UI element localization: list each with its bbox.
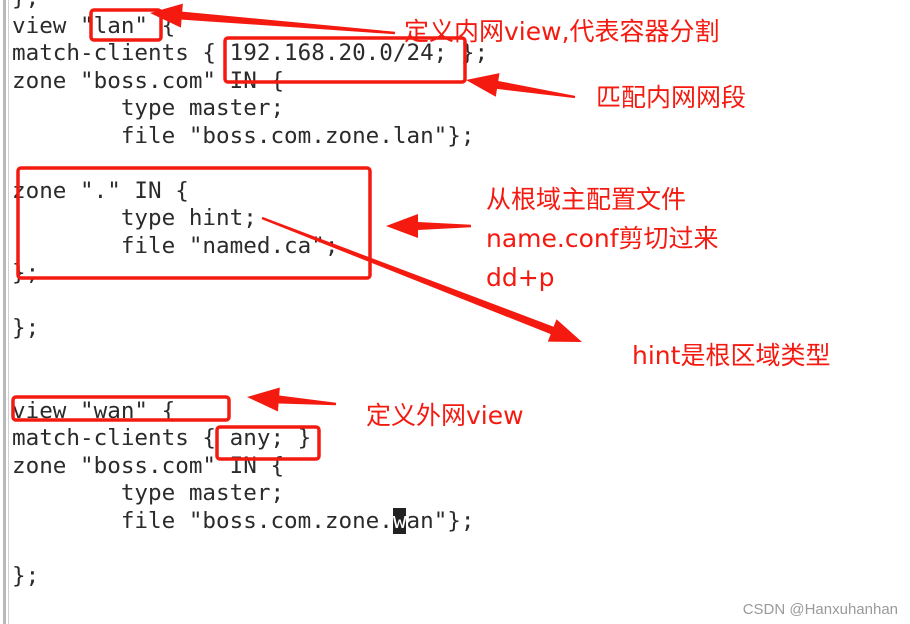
code-line: type hint; <box>12 205 257 231</box>
highlight-box-root-zone <box>16 166 372 280</box>
code-line: }; <box>12 0 488 13</box>
code-line: type master; <box>12 95 285 121</box>
arrow-to-hint-note-icon <box>261 216 582 342</box>
annotation-match-lan: 匹配内网网段 <box>596 83 747 112</box>
text-cursor: w <box>392 507 407 534</box>
arrow-to-root-zone-icon <box>386 214 471 238</box>
annotation-root-zone-1: 从根域主配置文件 <box>486 185 687 214</box>
code-line: match-clients { any; } <box>12 425 312 451</box>
code-line: }; <box>12 562 40 589</box>
annotation-root-zone-2: name.conf剪切过来 <box>486 224 719 253</box>
highlight-box-lan <box>89 8 163 42</box>
code-line: zone "boss.com" IN { <box>12 452 285 479</box>
annotation-hint: hint是根区域类型 <box>632 341 831 370</box>
highlight-box-wan <box>11 395 231 422</box>
annotation-view-wan: 定义外网view <box>366 401 524 430</box>
code-line: match-clients { 192.168.20.0/24; }; <box>12 40 489 66</box>
editor-gutter <box>3 0 6 624</box>
arrow-to-view-wan-icon <box>247 387 337 412</box>
code-line: }; <box>12 315 40 341</box>
arrow-to-ip-range-icon <box>466 73 576 99</box>
code-line: file "boss.com.zone.lan"}; <box>12 122 475 149</box>
code-line: type master; <box>12 480 285 506</box>
watermark: CSDN @Hanxuhanhan <box>742 601 898 618</box>
code-text: file "boss.com.zone. <box>12 507 393 534</box>
editor-gutter-line <box>8 0 9 624</box>
annotation-root-zone-3: dd+p <box>486 263 555 292</box>
annotation-view-lan: 定义内网view,代表容器分割 <box>404 17 720 46</box>
code-line: zone "." IN { <box>12 177 189 204</box>
arrow-to-view-lan-icon <box>150 3 396 35</box>
code-line: zone "boss.com" IN { <box>12 67 285 94</box>
code-line-cursor: file "boss.com.zone.wan"}; <box>12 507 488 536</box>
highlight-box-any <box>215 425 321 461</box>
code-text: an"}; <box>406 507 475 534</box>
highlight-box-ip <box>223 36 467 84</box>
